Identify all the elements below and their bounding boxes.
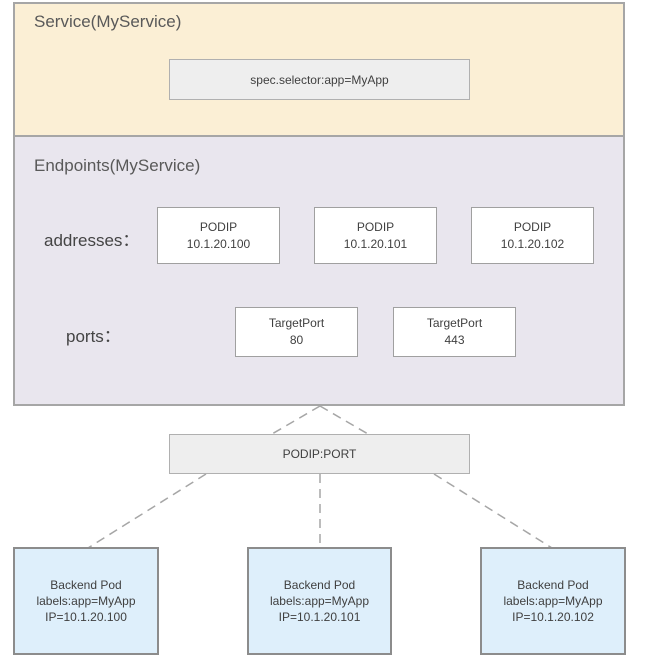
pod-labels: labels:app=MyApp (503, 594, 603, 608)
pod-ip: IP=10.1.20.101 (278, 610, 361, 624)
address-ip: 10.1.20.102 (500, 236, 565, 251)
backend-pod: Backend Pod labels:app=MyApp IP=10.1.20.… (13, 547, 159, 655)
port-kind: TargetPort (268, 316, 325, 330)
pod-name: Backend Pod (283, 578, 356, 592)
port-number: 80 (289, 333, 304, 347)
connector-endpoints-right (319, 405, 369, 435)
endpoints-panel (13, 135, 625, 406)
endpoints-title: Endpoints(MyService) (34, 156, 201, 175)
pod-ip: IP=10.1.20.102 (512, 610, 594, 624)
pod-name: Backend Pod (50, 578, 122, 592)
address-box: PODIP 10.1.20.102 (471, 207, 594, 264)
connector-endpoints-left (271, 405, 321, 435)
backend-pod: Backend Pod labels:app=MyApp IP=10.1.20.… (247, 547, 392, 655)
pod-ip: IP=10.1.20.100 (45, 610, 127, 624)
connector-pod-3 (433, 473, 553, 549)
pod-labels: labels:app=MyApp (36, 594, 136, 608)
address-ip: 10.1.20.100 (186, 236, 251, 251)
ports-label: ports： (66, 327, 121, 346)
backend-pod: Backend Pod labels:app=MyApp IP=10.1.20.… (480, 547, 626, 655)
address-box: PODIP 10.1.20.100 (157, 207, 280, 264)
service-title: Service(MyService) (34, 12, 182, 31)
port-number: 443 (444, 333, 465, 347)
address-kind: PODIP (356, 219, 395, 234)
address-box: PODIP 10.1.20.101 (314, 207, 437, 264)
address-kind: PODIP (199, 219, 238, 234)
address-kind: PODIP (513, 219, 552, 234)
address-ip: 10.1.20.101 (343, 236, 408, 251)
pod-labels: labels:app=MyApp (269, 594, 370, 608)
port-box: TargetPort 80 (235, 307, 358, 357)
pod-name: Backend Pod (517, 578, 589, 592)
service-selector-box: spec.selector:app=MyApp (169, 59, 470, 100)
connector-pod-1 (87, 473, 207, 549)
addresses-label: addresses： (44, 231, 140, 250)
port-box: TargetPort 443 (393, 307, 516, 357)
port-kind: TargetPort (426, 316, 483, 330)
podip-port-box: PODIP:PORT (169, 434, 470, 474)
